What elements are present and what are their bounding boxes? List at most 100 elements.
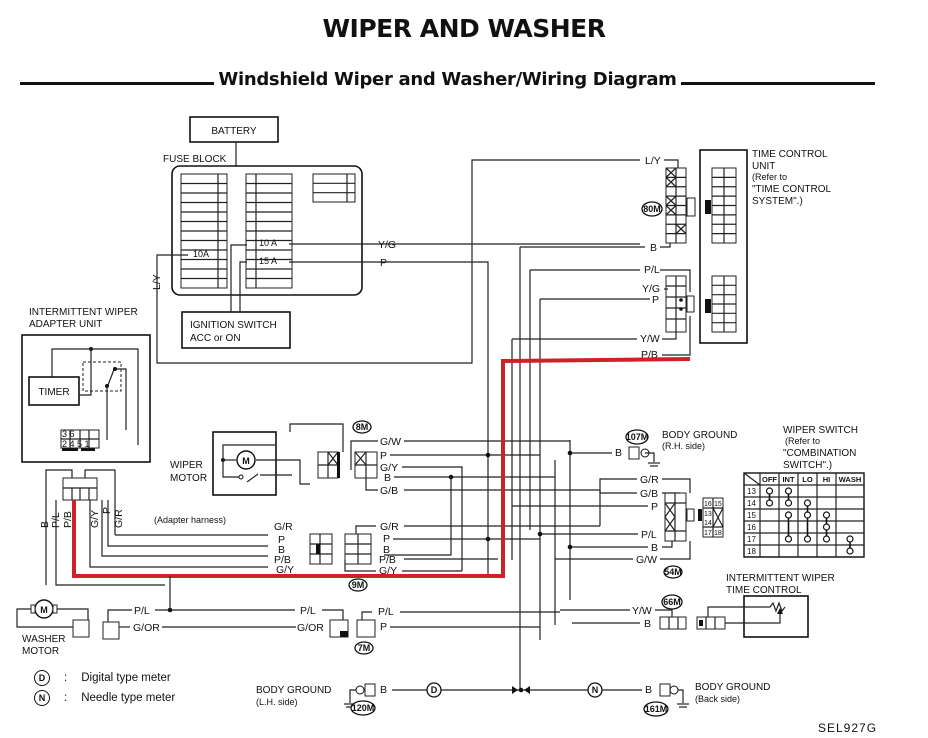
wiper-switch-line4: SWITCH".) bbox=[783, 460, 832, 471]
continuity-point-int bbox=[784, 487, 793, 495]
connector-80m-label: 80M bbox=[643, 204, 661, 214]
w8m-gw: G/W bbox=[380, 436, 401, 448]
w66m-b: B bbox=[644, 618, 651, 630]
continuity-point-int bbox=[784, 499, 793, 507]
tcu-wire-ly: L/Y bbox=[645, 155, 661, 167]
washer-wire-pl-1: P/L bbox=[134, 605, 150, 617]
adapter-harness-label: (Adapter harness) bbox=[154, 515, 226, 525]
w54m-b: B bbox=[651, 542, 658, 554]
battery-label: BATTERY bbox=[211, 126, 257, 137]
tcu-wire-pl: P/L bbox=[644, 264, 660, 276]
sw-pin-17: 17 bbox=[704, 530, 712, 537]
switch-col-lo: LO bbox=[802, 475, 813, 484]
washer-motor-line1: WASHER bbox=[22, 634, 66, 645]
continuity-point-wash bbox=[846, 547, 854, 555]
legend-sep-d: : bbox=[64, 672, 68, 684]
adapter-harness-connector bbox=[309, 533, 333, 565]
switch-row-18: 18 bbox=[747, 547, 756, 556]
wire-p-fuse bbox=[289, 261, 489, 355]
adapter-wire-p: P bbox=[101, 507, 113, 514]
fuse-10a-left: 10A bbox=[193, 249, 209, 259]
continuity-point-int bbox=[784, 535, 793, 543]
gnd-back-line2: (Back side) bbox=[695, 694, 740, 704]
fuse-column-right bbox=[245, 173, 293, 289]
adapter-connector bbox=[45, 469, 116, 585]
w8m-p: P bbox=[380, 450, 387, 462]
sw-pin-18: 18 bbox=[714, 530, 722, 537]
switch-row-13: 13 bbox=[747, 487, 756, 496]
gnd-lh-line2: (L.H. side) bbox=[256, 697, 298, 707]
switch-col-off: OFF bbox=[762, 475, 777, 484]
fuse-block: FUSE BLOCK 10A 10 A 15 A bbox=[163, 154, 363, 296]
continuity-point-lo bbox=[803, 535, 812, 543]
adapter-wire-pb: P/B bbox=[62, 511, 74, 528]
connector-7m-label: 7M bbox=[358, 643, 371, 653]
w8m-gb: G/B bbox=[380, 485, 398, 497]
bus-symbol-d: D bbox=[431, 685, 438, 695]
figure-code: SEL927G bbox=[818, 721, 878, 735]
sw-pin-16: 16 bbox=[704, 501, 712, 508]
wire-label-p-fuse: P bbox=[380, 257, 387, 269]
tcu-line5: SYSTEM".) bbox=[752, 196, 803, 207]
washer-wire-pl-2: P/L bbox=[300, 605, 316, 617]
sw-pin-15: 15 bbox=[714, 501, 722, 508]
legend-sep-n: : bbox=[64, 692, 68, 704]
connector-tcu-lower bbox=[665, 275, 695, 333]
tcu-line1: TIME CONTROL bbox=[752, 149, 828, 160]
switch-row-16: 16 bbox=[747, 523, 756, 532]
adapter-pins-top: 3 6 bbox=[62, 429, 75, 439]
tcu-line3: (Refer to bbox=[752, 172, 787, 182]
adapter-wire-gy: G/Y bbox=[89, 510, 101, 528]
continuity-point-lo bbox=[803, 499, 812, 507]
adapter-unit-line1: INTERMITTENT WIPER bbox=[29, 307, 138, 318]
continuity-point-int bbox=[784, 511, 793, 519]
w54m-p: P bbox=[651, 501, 658, 513]
fuse-column-small bbox=[312, 173, 356, 203]
tcu-wire-p: P bbox=[652, 294, 659, 306]
subtitle-rule-left bbox=[20, 82, 215, 85]
continuity-point-hi bbox=[822, 535, 831, 543]
tcu-line4: "TIME CONTROL bbox=[752, 184, 832, 195]
w8m-b: B bbox=[384, 472, 391, 484]
ah-gr: G/R bbox=[274, 521, 293, 533]
legend-item-needle: N : Needle type meter bbox=[34, 690, 175, 706]
legend-text-d: Digital type meter bbox=[81, 672, 171, 684]
w54m-pl: P/L bbox=[641, 529, 657, 541]
connector-9m bbox=[344, 533, 372, 565]
adapter-pins-bottom: 2 4 5 1 bbox=[62, 439, 90, 449]
w9m-p: P bbox=[383, 533, 390, 545]
itc-line1: INTERMITTENT WIPER bbox=[726, 573, 835, 584]
wire-label-yg: Y/G bbox=[378, 239, 396, 251]
bus-symbol-n: N bbox=[592, 685, 599, 695]
gnd-rh-line2: (R.H. side) bbox=[662, 441, 705, 451]
connector-107m-label: 107M bbox=[626, 432, 649, 442]
subtitle-rule-right bbox=[680, 82, 876, 85]
ignition-switch-line1: IGNITION SWITCH bbox=[190, 320, 277, 331]
washer-wire-gor-2: G/OR bbox=[297, 622, 324, 634]
tcu-line2: UNIT bbox=[752, 161, 775, 172]
legend-symbol-d: D bbox=[34, 670, 50, 686]
wiper-switch-line3: "COMBINATION bbox=[783, 448, 856, 459]
legend-item-digital: D : Digital type meter bbox=[34, 670, 171, 686]
highlighted-wire-pb bbox=[72, 357, 691, 578]
connector-8m bbox=[354, 451, 378, 479]
wiper-switch-line2: (Refer to bbox=[785, 436, 820, 446]
page-subtitle: Windshield Wiper and Washer/Wiring Diagr… bbox=[218, 69, 677, 90]
fuse-15a: 15 A bbox=[259, 256, 277, 266]
connector-8m-label: 8M bbox=[356, 422, 369, 432]
w8m-gy: G/Y bbox=[380, 462, 398, 474]
ignition-switch: IGNITION SWITCH ACC or ON bbox=[181, 244, 291, 349]
w9m-pb: P/B bbox=[379, 554, 396, 566]
gnd-back-wire-b: B bbox=[645, 684, 652, 696]
time-control-unit: TIME CONTROL UNIT (Refer to "TIME CONTRO… bbox=[699, 149, 832, 344]
washer-wire-gor-1: G/OR bbox=[133, 622, 160, 634]
wiper-motor: WIPER MOTOR M bbox=[170, 431, 310, 496]
wiper-switch-line1: WIPER SWITCH bbox=[783, 425, 858, 436]
switch-row-15: 15 bbox=[747, 511, 756, 520]
connector-54m-label: 54M bbox=[664, 567, 682, 577]
ah-b: B bbox=[278, 544, 285, 556]
wire-label-ly: L/Y bbox=[151, 274, 163, 290]
washer-motor-symbol: M bbox=[40, 605, 48, 615]
continuity-point-hi bbox=[822, 511, 831, 519]
switch-col-hi: HI bbox=[823, 475, 831, 484]
